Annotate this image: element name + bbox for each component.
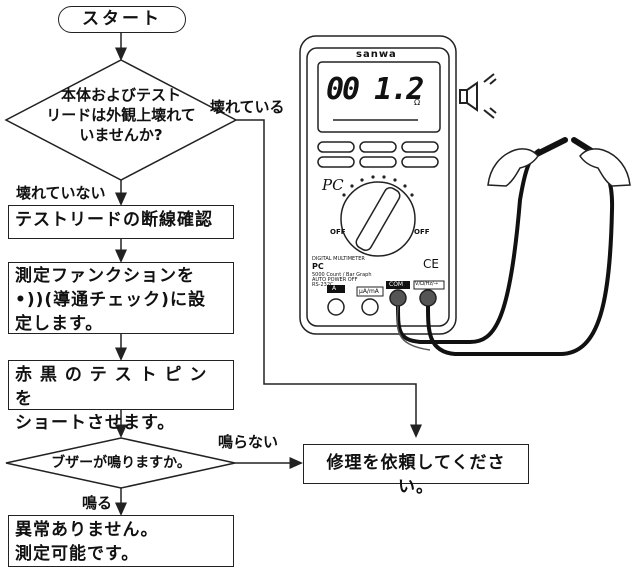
button-2 <box>359 141 397 153</box>
meter-ce-mark: CE <box>423 257 439 271</box>
rotary-dial-knob <box>355 187 401 251</box>
decision-q1-text: 本体およびテスト リードは外観上壊れて いませんか? <box>46 86 196 144</box>
label-sound: 鳴る <box>82 494 113 512</box>
label-not-broken: 壊れていない <box>16 184 106 202</box>
meter-spec-4: RS-232C <box>312 282 334 288</box>
meter-display <box>317 61 441 133</box>
jack-ua <box>361 298 379 316</box>
jack-com-label: COM <box>389 281 404 288</box>
button-5 <box>359 156 397 168</box>
step-short-pins: 赤 黒 の テ ス ト ピ ン を ショートさせます。 <box>8 360 234 433</box>
step-set-function: 測定ファンクションを •))(導通チェック)に設 定します。 <box>8 262 234 334</box>
jack-ua-label: µA/mA <box>359 288 379 295</box>
jack-v-label: V/Ω/Hz/→ <box>415 281 438 287</box>
meter-spec-2: 5000 Count / Bar Graph <box>312 272 372 278</box>
jack-v <box>419 289 437 307</box>
step-check-leads: テストリードの断線確認 <box>8 205 234 239</box>
start-terminal: スタート <box>58 6 186 33</box>
meter-spec-1: DIGITAL MULTIMETER <box>312 256 365 262</box>
decision-q2-text: ブザーが鳴りますか。 <box>51 455 191 471</box>
meter-brand: sanwa <box>356 49 397 60</box>
start-label: スタート <box>82 9 162 29</box>
button-4 <box>317 156 355 168</box>
label-broken: 壊れている <box>210 98 285 116</box>
label-no-sound: 鳴らない <box>218 433 279 451</box>
buzzer-icon <box>459 73 497 119</box>
meter-off-left: OFF <box>330 228 346 236</box>
terminal-repair: 修理を依頼してください。 <box>303 444 529 497</box>
jack-a <box>327 298 345 316</box>
meter-off-right: OFF <box>414 228 430 236</box>
meter-display-unit: Ω <box>414 98 421 107</box>
jack-com <box>389 289 407 307</box>
arrow-q1-to-repair <box>236 119 422 438</box>
hands-holding-probes <box>487 148 631 187</box>
button-6 <box>401 156 439 168</box>
meter-display-value: 00 1.2 <box>326 72 424 107</box>
button-1 <box>317 141 355 153</box>
terminal-ok: 異常ありません。 測定可能です。 <box>8 515 234 567</box>
button-3 <box>401 141 439 153</box>
meter-model-logo: PC <box>322 176 344 194</box>
meter-spec-model: PC <box>312 262 324 271</box>
meter-spec-3: AUTO POWER OFF <box>312 277 358 283</box>
jack-a-label: A <box>332 285 337 292</box>
